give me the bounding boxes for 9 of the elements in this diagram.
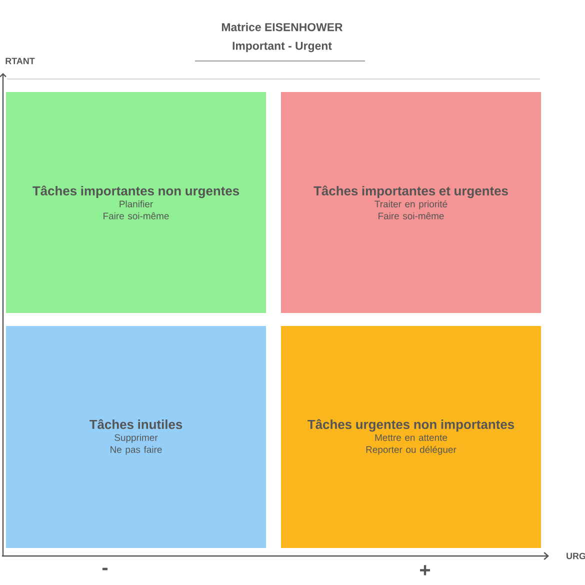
title: Matrice EISENHOWER <box>222 22 343 32</box>
axis-label: URG <box>566 552 585 560</box>
axis-sign: - <box>102 568 108 570</box>
subtitle: Important - Urgent <box>232 42 332 52</box>
quadrant-box: Tâches inutiles Supprimer Ne pas faire <box>6 326 266 548</box>
quadrant-box: Tâches urgentes non importantes Mettre en attente Reporter ou déléguer <box>281 326 542 548</box>
axis-label: RTANT <box>6 58 35 64</box>
quadrant-box: Tâches importantes et urgentes Traiter en priorité Faire soi-même <box>281 92 542 313</box>
quadrant-box: Tâches importantes non urgentes Planifier Faire soi-même <box>6 92 266 313</box>
